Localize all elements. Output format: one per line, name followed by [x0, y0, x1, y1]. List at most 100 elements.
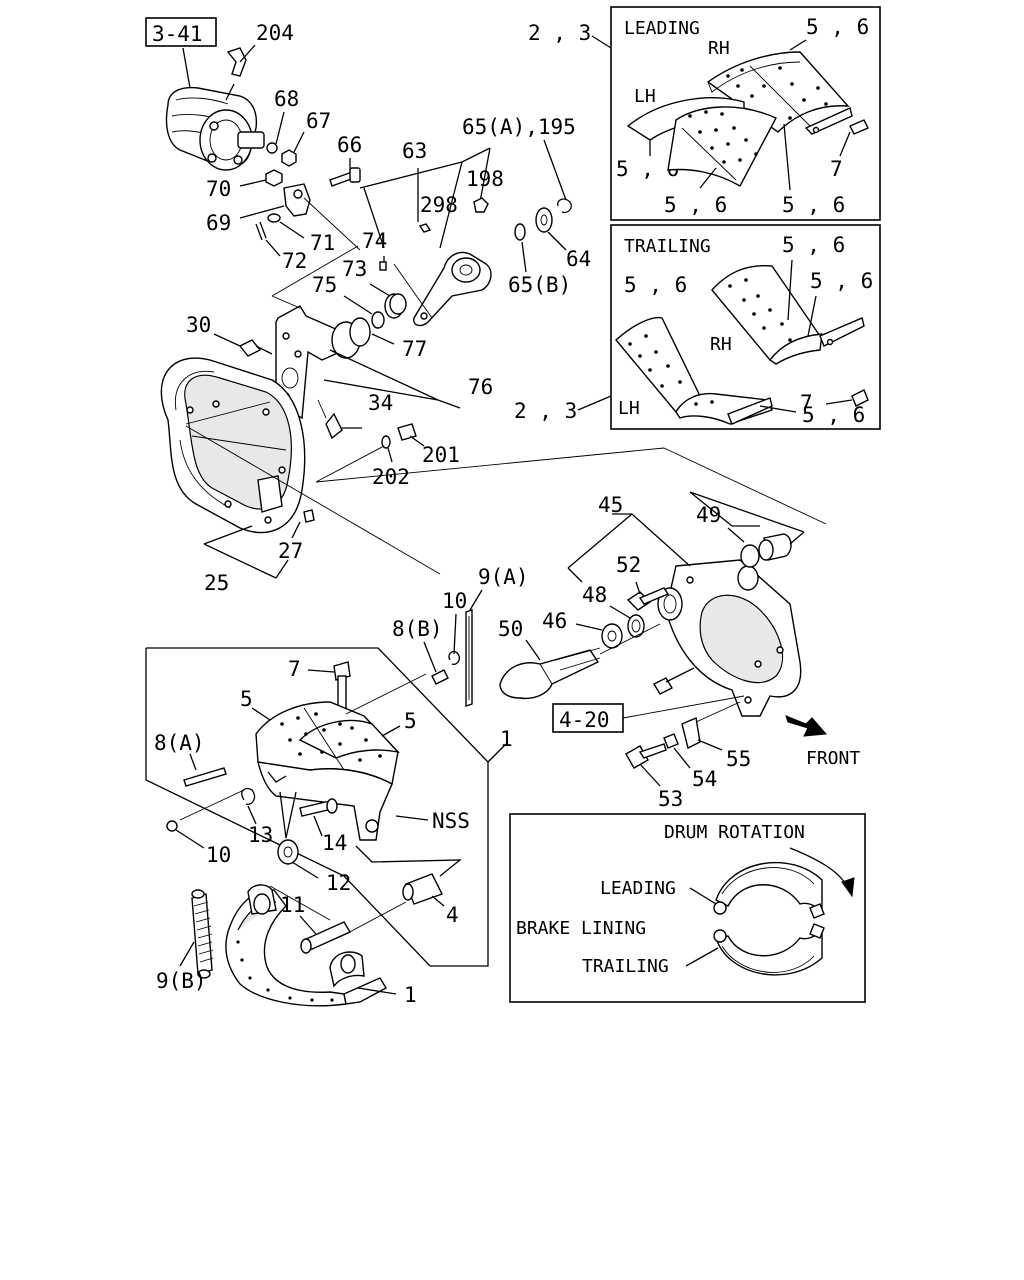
pin-8a: 8(A) — [154, 731, 227, 787]
bushing-4: 4 — [402, 873, 459, 927]
svg-text:RH: RH — [710, 334, 732, 355]
drum-rotation-box: DRUM ROTATION LEADING BRAKE LINING TRAIL… — [509, 813, 866, 1003]
svg-text:298: 298 — [420, 193, 458, 217]
svg-text:5 , 6: 5 , 6 — [806, 15, 869, 39]
pin-14: 14 — [299, 798, 347, 855]
svg-text:73: 73 — [342, 257, 367, 281]
return-spring-9b: 9(B) — [156, 889, 214, 993]
fitting-34: 34 — [325, 391, 393, 440]
callout-298: 298 — [418, 193, 458, 233]
svg-text:BRAKE LINING: BRAKE LINING — [516, 918, 646, 939]
pin-71: 71 — [267, 213, 335, 255]
fitting-204: 204 — [226, 21, 294, 77]
svg-text:13: 13 — [248, 823, 273, 847]
svg-text:1: 1 — [404, 983, 417, 1007]
svg-text:5 , 6: 5 , 6 — [810, 269, 873, 293]
svg-text:LH: LH — [634, 86, 656, 107]
part-68: 68 — [266, 87, 299, 154]
svg-text:52: 52 — [616, 553, 641, 577]
snap-ring-13: 13 — [241, 787, 273, 847]
cotter-pin-72: 72 — [255, 221, 307, 273]
svg-text:4-20: 4-20 — [559, 708, 610, 732]
camshaft-bracket-76: 77 76 — [275, 305, 493, 420]
seal-75: 75 — [312, 273, 385, 329]
camshaft-50: 50 — [498, 617, 601, 700]
bracket-55: 55 — [681, 717, 751, 771]
svg-text:66: 66 — [337, 133, 362, 157]
ref-box-3-41[interactable]: 3-41 — [145, 17, 217, 47]
svg-text:7: 7 — [800, 391, 813, 415]
svg-text:5 , 6: 5 , 6 — [802, 403, 865, 427]
svg-text:5 , 6: 5 , 6 — [782, 233, 845, 257]
trailing-shoe-box: TRAILING 5 , 6 5 , 6 5 , 6 RH LH 5 , 6 7 — [610, 224, 881, 430]
svg-text:12: 12 — [326, 871, 351, 895]
bushing-49: 49 — [689, 491, 805, 568]
air-chamber-assembly — [165, 47, 265, 171]
svg-text:8(A): 8(A) — [154, 731, 205, 755]
callout-2-3-top: 2 , 3 — [528, 21, 612, 49]
svg-text:198: 198 — [466, 167, 504, 191]
bolt-30: 30 — [186, 313, 273, 357]
svg-text:11: 11 — [280, 893, 305, 917]
part-73 — [379, 256, 387, 271]
svg-text:48: 48 — [582, 583, 607, 607]
washer-64: 64 — [535, 207, 591, 271]
svg-text:202: 202 — [372, 465, 410, 489]
callout-198-group: 198 — [461, 147, 504, 203]
svg-text:72: 72 — [282, 249, 307, 273]
svg-text:FRONT: FRONT — [806, 748, 860, 769]
bolt-7-mid: 7 — [288, 657, 351, 715]
svg-text:TRAILING: TRAILING — [624, 236, 711, 257]
bolt-53: 53 — [625, 743, 683, 811]
svg-text:74: 74 — [362, 229, 387, 253]
svg-text:2 , 3: 2 , 3 — [528, 21, 591, 45]
leading-shoe-box: LEADING RH LH 5 , 6 5 , 6 5 , 6 5 , 6 7 — [610, 6, 881, 221]
svg-text:75: 75 — [312, 273, 337, 297]
svg-text:69: 69 — [206, 211, 231, 235]
svg-text:49: 49 — [696, 503, 721, 527]
bushing-73: 73 — [342, 257, 407, 319]
svg-text:45: 45 — [598, 493, 623, 517]
svg-text:10: 10 — [206, 843, 231, 867]
roller-pin-11: 11 — [280, 893, 352, 954]
spring-clip-10-bottom: 10 — [166, 820, 231, 867]
slack-adjuster — [413, 251, 492, 327]
bolt-52: 52 — [616, 553, 670, 611]
snap-ring-195 — [557, 198, 572, 214]
anchor-pin-9a: 9(A) — [465, 565, 529, 707]
svg-text:27: 27 — [278, 539, 303, 563]
svg-text:LEADING: LEADING — [624, 18, 700, 39]
svg-text:RH: RH — [708, 38, 730, 59]
dust-shield-25 — [160, 357, 306, 534]
callout-65a-195: 65(A),195 — [462, 115, 576, 139]
bolt-201: 201 — [397, 423, 460, 467]
svg-text:8(B): 8(B) — [392, 617, 443, 641]
svg-text:10: 10 — [442, 589, 467, 613]
svg-text:71: 71 — [310, 231, 335, 255]
brake-shoe-lining-5: 5 5 — [240, 687, 417, 841]
callout-63-group: 63 — [359, 139, 463, 249]
svg-text:55: 55 — [726, 747, 751, 771]
svg-text:7: 7 — [288, 657, 301, 681]
svg-text:9(A): 9(A) — [478, 565, 529, 589]
brake-shoe-1: 1 — [225, 884, 417, 1007]
svg-text:LEADING: LEADING — [600, 878, 676, 899]
ring-65b: 65(B) — [508, 223, 571, 297]
ref-box-4-20[interactable]: 4-20 — [552, 703, 624, 733]
svg-text:4: 4 — [446, 903, 459, 927]
svg-text:30: 30 — [186, 313, 211, 337]
svg-text:54: 54 — [692, 767, 717, 791]
svg-text:14: 14 — [322, 831, 347, 855]
roller-12: 12 — [277, 791, 351, 895]
svg-text:NSS: NSS — [432, 809, 470, 833]
svg-text:65(B): 65(B) — [508, 273, 571, 297]
svg-text:201: 201 — [422, 443, 460, 467]
svg-text:204: 204 — [256, 21, 294, 45]
callout-25: 25 — [203, 525, 289, 595]
svg-text:5 , 6: 5 , 6 — [782, 193, 845, 217]
nss-label: NSS — [395, 809, 470, 833]
svg-text:34: 34 — [368, 391, 393, 415]
seal-48: 48 — [582, 583, 645, 638]
part-67: 67 — [281, 109, 331, 167]
